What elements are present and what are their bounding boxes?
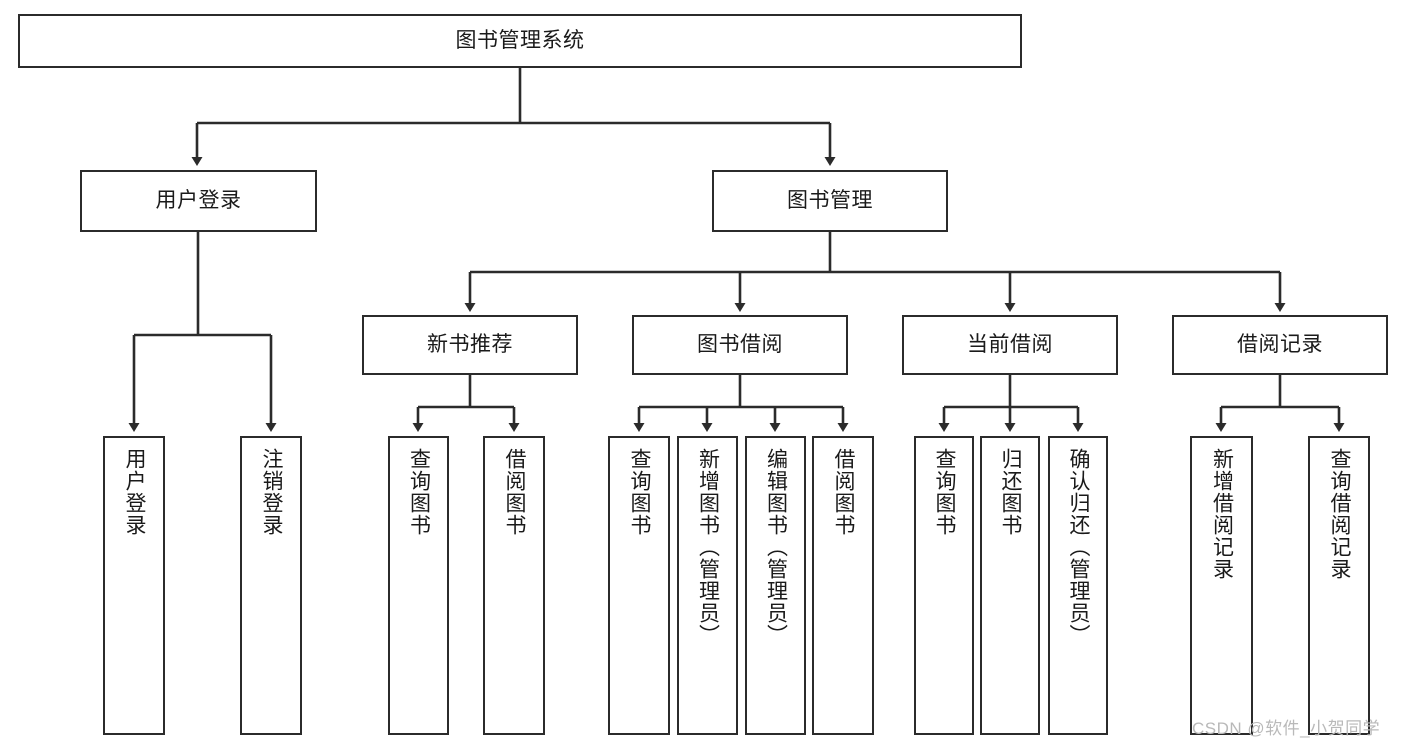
node-user-login[interactable]: 用户登录 [80, 170, 317, 232]
node-root[interactable]: 图书管理系统 [18, 14, 1022, 68]
node-user-login-label: 用户登录 [155, 188, 242, 212]
node-leaf-query-book-borrow[interactable]: 查询图书 [608, 436, 670, 735]
node-leaf-user-login-label: 用户登录 [123, 448, 147, 536]
node-leaf-user-login[interactable]: 用户登录 [103, 436, 165, 735]
node-leaf-logout[interactable]: 注销登录 [240, 436, 302, 735]
node-leaf-query-book-current-label: 查询图书 [933, 448, 957, 536]
node-leaf-query-book-borrow-label: 查询图书 [628, 448, 652, 536]
node-leaf-borrow-book[interactable]: 借阅图书 [812, 436, 874, 735]
node-leaf-edit-book-admin-label: 编辑图书（管理员） [764, 448, 788, 646]
node-new-book-recommend-label: 新书推荐 [427, 332, 513, 356]
node-new-book-recommend[interactable]: 新书推荐 [362, 315, 578, 375]
node-leaf-add-book-admin[interactable]: 新增图书（管理员） [677, 436, 738, 735]
node-leaf-return-book-label: 归还图书 [999, 448, 1023, 536]
node-book-management[interactable]: 图书管理 [712, 170, 948, 232]
node-root-label: 图书管理系统 [455, 28, 585, 52]
node-leaf-add-borrow-record[interactable]: 新增借阅记录 [1190, 436, 1253, 735]
node-leaf-logout-label: 注销登录 [260, 448, 284, 536]
node-leaf-query-book-recommend-label: 查询图书 [407, 448, 431, 536]
node-book-management-label: 图书管理 [787, 188, 873, 212]
node-leaf-query-borrow-record[interactable]: 查询借阅记录 [1308, 436, 1370, 735]
node-leaf-borrow-book-recommend-label: 借阅图书 [503, 448, 527, 536]
node-leaf-confirm-return-admin-label: 确认归还（管理员） [1067, 448, 1091, 646]
node-leaf-add-book-admin-label: 新增图书（管理员） [696, 448, 720, 646]
node-leaf-borrow-book-recommend[interactable]: 借阅图书 [483, 436, 545, 735]
node-leaf-query-book-recommend[interactable]: 查询图书 [388, 436, 449, 735]
node-current-borrow-label: 当前借阅 [967, 332, 1053, 356]
node-leaf-return-book[interactable]: 归还图书 [980, 436, 1040, 735]
node-leaf-query-book-current[interactable]: 查询图书 [914, 436, 974, 735]
node-book-borrow-label: 图书借阅 [697, 332, 783, 356]
node-leaf-borrow-book-label: 借阅图书 [832, 448, 856, 536]
node-borrow-records[interactable]: 借阅记录 [1172, 315, 1388, 375]
csdn-watermark: CSDN @软件_小贺同学 [1192, 719, 1381, 738]
node-leaf-query-borrow-record-label: 查询借阅记录 [1328, 448, 1352, 580]
node-borrow-records-label: 借阅记录 [1237, 332, 1323, 356]
node-leaf-confirm-return-admin[interactable]: 确认归还（管理员） [1048, 436, 1108, 735]
node-leaf-edit-book-admin[interactable]: 编辑图书（管理员） [745, 436, 806, 735]
node-book-borrow[interactable]: 图书借阅 [632, 315, 848, 375]
node-leaf-add-borrow-record-label: 新增借阅记录 [1210, 448, 1234, 580]
node-current-borrow[interactable]: 当前借阅 [902, 315, 1118, 375]
